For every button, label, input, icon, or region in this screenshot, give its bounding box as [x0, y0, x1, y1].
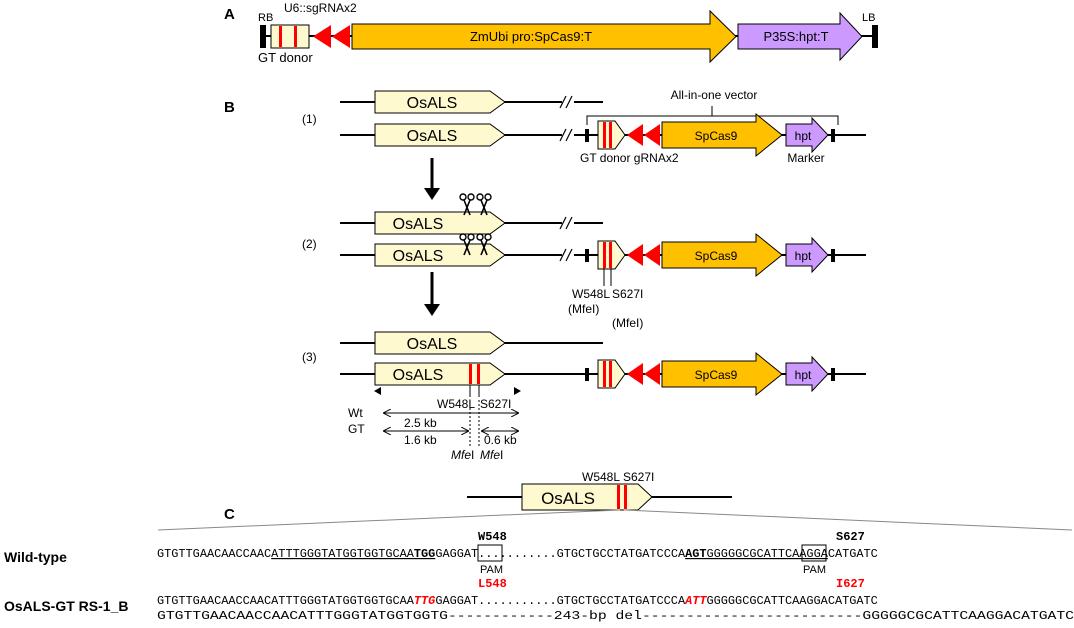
panel-label-b: B: [224, 99, 235, 116]
osals-label-2b: OsALS: [393, 248, 444, 265]
mfei-label-2b: (MfeI): [612, 316, 643, 330]
sgrna-arrow-1: [313, 25, 331, 48]
gt-size-label-1: 1.6 kb: [404, 433, 437, 447]
hpt-3: [785, 355, 829, 393]
hpt-label-2: hpt: [795, 249, 812, 263]
s627i-label-2: S627I: [612, 287, 643, 301]
hpt-label-1: hpt: [795, 129, 812, 143]
osals-gene-3a: [374, 331, 506, 355]
all-in-one-vector-label: All-in-one vector: [671, 88, 758, 102]
wild-type-label: Wild-type: [4, 549, 67, 565]
lb-label: LB: [862, 12, 875, 24]
hpt-cassette: [737, 11, 863, 62]
spcas9-1: [661, 112, 783, 158]
sgrna-arrow-2: [332, 25, 350, 48]
pam-box-1: [477, 544, 503, 562]
mfei-label-2a: (MfeI): [568, 302, 599, 316]
osals-label-c: OsALS: [541, 489, 595, 508]
u6-sgrna-label: U6::sgRNAx2: [284, 1, 357, 15]
step-3-label: (3): [302, 350, 317, 364]
cas9-cassette: [351, 9, 737, 64]
step-3: (3) OsALS OsALS SpCas9 hpt W548L: [302, 331, 866, 462]
rb-label: RB: [258, 12, 273, 24]
hpt-1: [785, 116, 829, 154]
l548-label: L548: [478, 577, 507, 591]
panel-label-c: C: [224, 506, 235, 523]
w548l-label-3: W548L: [437, 397, 475, 411]
w548-label: W548: [478, 530, 507, 544]
osals-label-1b: OsALS: [407, 128, 458, 145]
pam-label-2: PAM: [803, 564, 826, 576]
zoom-line-right: [623, 509, 1073, 531]
gt-size-label-2: 0.6 kb: [484, 433, 517, 447]
primer-reverse: [514, 387, 521, 395]
primer-forward: [374, 387, 381, 395]
i627-label: I627: [836, 577, 865, 591]
gt-row-label: GT: [348, 422, 365, 436]
mfei-site-1: MfeI: [451, 448, 474, 462]
panel-a: A RB U6::sgRNAx2 GT donor ZmUbi pro:SpCa…: [224, 1, 878, 65]
gt-sequence: GTGTTGAACAACCAACATTTGGGTATGGTGGTGCAATTGG…: [157, 594, 878, 608]
s627i-label-3: S627I: [480, 397, 511, 411]
step-1: (1) OsALS OsALS All-in-one vector SpCas9: [302, 88, 866, 165]
spcas9-label-2: SpCas9: [695, 249, 738, 263]
osals-gene-2b: [374, 243, 506, 267]
pam-label-1: PAM: [480, 564, 503, 576]
s627i-label-c: S627I: [623, 470, 654, 484]
panel-c: C W548L S627I OsALS W548 S627 Wild-type …: [4, 470, 1074, 623]
donor-mutation-1: [279, 26, 282, 47]
panel-label-a: A: [224, 6, 235, 23]
panel-b: B (1) OsALS OsALS All-in-one vector: [224, 88, 866, 462]
hpt-cassette-label: P35S:hpt:T: [763, 29, 828, 44]
marker-label: Marker: [787, 151, 824, 165]
spcas9-label-1: SpCas9: [695, 129, 738, 143]
lb-border: [872, 25, 878, 48]
wt-label: Wt: [348, 406, 363, 420]
w548l-label-c: W548L: [582, 470, 620, 484]
spcas9-label-3: SpCas9: [695, 368, 738, 382]
osals-label-2a: OsALS: [393, 216, 444, 233]
osals-label-3a: OsALS: [407, 336, 458, 353]
hpt-label-3: hpt: [795, 368, 812, 382]
deletion-sequence: GTGTTGAACAACCAACATTTGGGTATGGTGGTG-------…: [157, 609, 1074, 623]
step-2-label: (2): [302, 237, 317, 251]
zoom-line-left: [157, 509, 621, 531]
mfei-site-2: MfeI: [480, 448, 503, 462]
gt-line-label: OsALS-GT RS-1_B: [4, 598, 128, 614]
osals-label-3b: OsALS: [393, 367, 444, 384]
wt-size-label: 2.5 kb: [404, 416, 437, 430]
step-1-label: (1): [302, 112, 317, 126]
pam-box-2: [801, 544, 827, 562]
osals-gene-1b: [374, 123, 506, 147]
gt-donor-grna-label: GT donor gRNAx2: [580, 151, 679, 165]
osals-gene-3b: [374, 362, 506, 386]
hpt-2: [785, 236, 829, 274]
osals-gene-1a: [374, 90, 506, 114]
gt-donor-label: GT donor: [258, 50, 313, 65]
osals-label-1a: OsALS: [407, 95, 458, 112]
osals-gene-2a: [374, 211, 506, 235]
donor-mutation-2: [294, 26, 297, 47]
gt-donor-box: [270, 24, 310, 49]
spcas9-3: [661, 351, 783, 397]
cas9-cassette-label: ZmUbi pro:SpCas9:T: [470, 29, 592, 44]
rb-border: [260, 25, 266, 48]
spcas9-2: [661, 232, 783, 278]
s627-label: S627: [836, 530, 865, 544]
wild-type-sequence: GTGTTGAACAACCAACATTTGGGTATGGTGGTGCAATGGG…: [157, 547, 878, 561]
step-2: (2) OsALS OsALS SpCas9: [302, 193, 866, 330]
w548l-label-2: W548L: [572, 287, 610, 301]
